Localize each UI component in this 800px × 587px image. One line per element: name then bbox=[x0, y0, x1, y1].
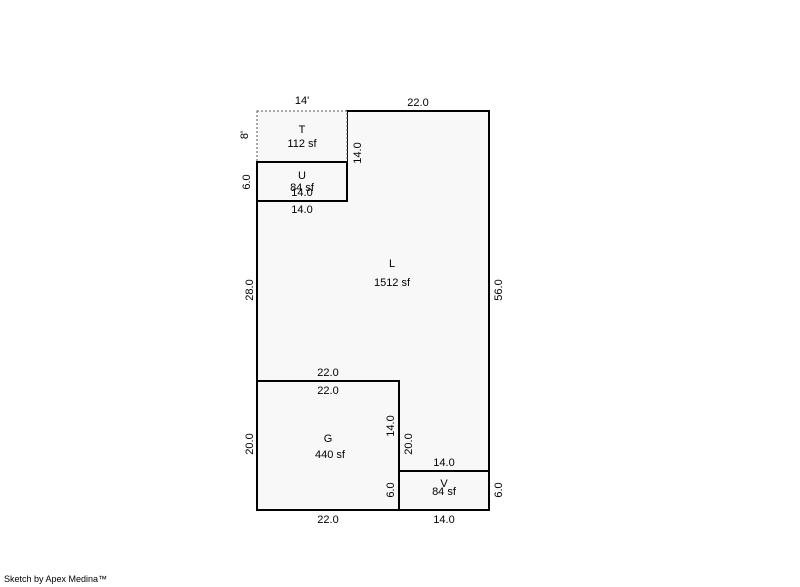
dim-l-left: 28.0 bbox=[244, 279, 256, 300]
dim-g-top-outer: 22.0 bbox=[317, 367, 338, 379]
room-l-name: L bbox=[389, 258, 395, 270]
room-l-area: 1512 sf bbox=[374, 277, 411, 289]
dim-g-left: 20.0 bbox=[244, 433, 256, 454]
dim-g-top-inner: 22.0 bbox=[317, 385, 338, 397]
room-t-area: 112 sf bbox=[287, 138, 317, 150]
room-u-name: U bbox=[298, 170, 306, 182]
dim-t-top: 14' bbox=[295, 95, 309, 107]
dim-l-right: 56.0 bbox=[493, 279, 505, 300]
dim-g-right-outer: 20.0 bbox=[403, 433, 415, 454]
room-g-area: 440 sf bbox=[315, 449, 346, 461]
dim-l-top: 22.0 bbox=[407, 97, 428, 109]
dim-u-inner: 14.0 bbox=[291, 187, 312, 199]
room-t-name: T bbox=[299, 124, 306, 136]
dim-g-right-inner: 14.0 bbox=[385, 415, 397, 436]
room-g-shape bbox=[256, 380, 400, 511]
room-u-area: 84 sf bbox=[290, 182, 315, 194]
dim-g-bottom: 22.0 bbox=[317, 514, 338, 526]
sketch-credit: Sketch by Apex Medina™ bbox=[4, 574, 108, 584]
dim-u-left: 6.0 bbox=[241, 174, 253, 189]
dim-l-inner-v: 14.0 bbox=[352, 142, 364, 163]
dim-v-bottom: 14.0 bbox=[433, 514, 454, 526]
room-g-name: G bbox=[324, 433, 333, 445]
dim-t-left: 8' bbox=[239, 131, 251, 139]
dim-v-right: 6.0 bbox=[493, 482, 505, 497]
room-t-shape bbox=[256, 110, 348, 163]
dim-u-bottom: 14.0 bbox=[291, 204, 312, 216]
room-v-name: V bbox=[440, 478, 448, 490]
room-u-shape bbox=[256, 161, 348, 202]
room-v-shape bbox=[398, 470, 490, 511]
dim-v-left: 6.0 bbox=[385, 482, 397, 497]
room-v-area: 84 sf bbox=[432, 486, 457, 498]
dim-v-top: 14.0 bbox=[433, 457, 454, 469]
